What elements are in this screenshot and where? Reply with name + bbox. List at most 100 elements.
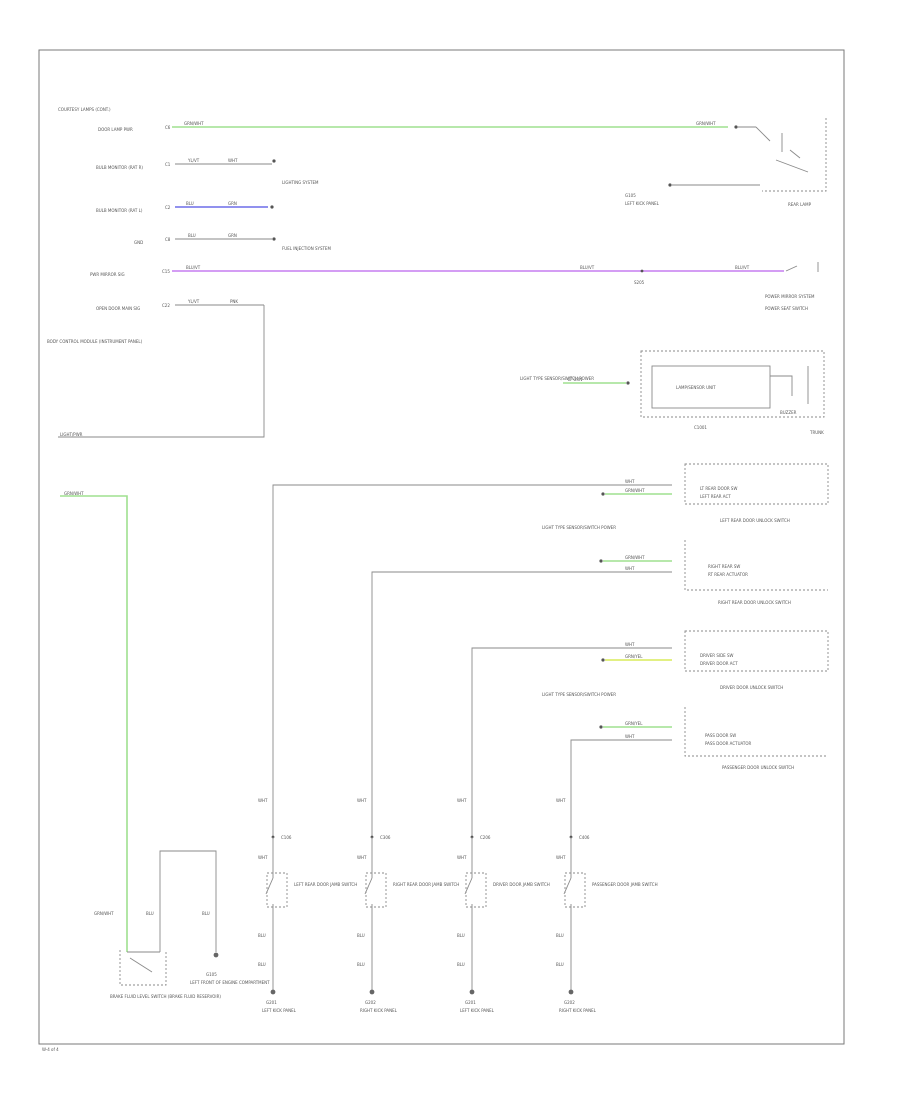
connector-dot xyxy=(599,559,603,563)
wire-segment xyxy=(755,126,771,142)
wire-label: BLU xyxy=(556,962,564,967)
connector-dot xyxy=(568,989,574,995)
wire-label: WHT xyxy=(457,855,467,860)
connector-dot xyxy=(599,725,603,729)
wire-label: LIGHT TYPE SENSOR/SWITCH POWER xyxy=(542,525,616,530)
brake-fluid-circuit: GRN/WHT GRN/WHT BLU BLU BRAKE FLUID LEVE… xyxy=(60,491,270,999)
wire-label: LEFT REAR DOOR JAMB SWITCH xyxy=(294,882,357,887)
trunk-buzzer: BUZZER xyxy=(780,410,797,415)
lamp-panel-label: LEFT KICK PANEL xyxy=(625,201,660,206)
wire-label: PASS DOOR ACTUATOR xyxy=(705,741,752,746)
wire-segment xyxy=(471,647,672,837)
wire-segment xyxy=(570,739,672,837)
connector-dot xyxy=(272,237,276,241)
switch-left-rear: WHT GRN/WHT LT REAR DOOR SW LEFT REAR AC… xyxy=(272,463,829,837)
bcm-light-pwr: LIGHT/PWR xyxy=(60,432,83,437)
wire-segment xyxy=(272,484,672,837)
switch-name: PASSENGER DOOR UNLOCK SWITCH xyxy=(722,765,794,770)
wire-segment xyxy=(129,957,153,973)
wire-label: BLU xyxy=(146,911,154,916)
wire-label: BLU xyxy=(202,911,210,916)
wire-color: WHT xyxy=(228,158,238,163)
wire-label: DRIVER DOOR JAMB SWITCH xyxy=(493,882,550,887)
wire-label: LEFT REAR ACT xyxy=(700,494,731,499)
wire-segment xyxy=(770,375,793,396)
wire-label: BLU xyxy=(457,933,465,938)
switch-passenger: LIGHT TYPE SENSOR/SWITCH POWER GRN/YEL W… xyxy=(542,692,828,837)
wire-label: GRN/YEL xyxy=(625,721,643,726)
wire-label: GRN/WHT xyxy=(94,911,114,916)
connector-dot xyxy=(270,989,276,995)
wire-label: G105 xyxy=(206,972,217,977)
pin-label: C2 xyxy=(165,205,171,210)
wire-label: WHT xyxy=(625,566,635,571)
row-pwr-mirror: PWR MIRROR SIG C15 BLU/VT BLU/VT BLU/VT … xyxy=(90,262,819,311)
wire-color: BLU xyxy=(186,201,194,206)
wire-segment xyxy=(651,365,771,409)
section-header: COURTESY LAMPS (CONT.) xyxy=(58,107,111,112)
wire-color: BLU xyxy=(188,233,196,238)
note-lighting: LIGHTING SYSTEM xyxy=(282,180,319,185)
trunk-connector: C1001 xyxy=(694,425,707,430)
diagram-frame xyxy=(38,49,845,1045)
connector-dot xyxy=(626,381,630,385)
bcm-label: BODY CONTROL MODULE (INSTRUMENT PANEL) xyxy=(47,339,143,344)
row-door-lamp-pwr: DOOR LAMP PWR C6 GRN/WHT GRN/WHT xyxy=(98,121,756,132)
jamb-passenger: WHT C406 WHT PASSENGER DOOR JAMB SWITCH … xyxy=(556,798,658,1013)
wire-segment xyxy=(266,872,288,908)
row-label: PWR MIRROR SIG xyxy=(90,272,125,277)
wire-green-brake xyxy=(60,495,128,952)
wire-label: WHT xyxy=(457,798,467,803)
wire-segment xyxy=(365,872,387,908)
wire-color: BLU/VT xyxy=(186,265,201,270)
connector-dot xyxy=(734,125,738,129)
wire-label: PASSENGER DOOR JAMB SWITCH xyxy=(592,882,658,887)
wire-label: G201 xyxy=(465,1000,476,1005)
wire-segment xyxy=(119,950,167,986)
wire-segment xyxy=(684,463,829,505)
wire-label: G202 xyxy=(564,1000,575,1005)
wire-label: DRIVER DOOR ACT xyxy=(700,661,738,666)
wire-color: GRN/WHT xyxy=(184,121,204,126)
wire-label: LEFT KICK PANEL xyxy=(262,1008,297,1013)
connector-dot xyxy=(469,989,475,995)
jamb-left-rear: WHT C106 WHT LEFT REAR DOOR JAMB SWITCH … xyxy=(258,798,357,1013)
trunk-wire: LT GRN xyxy=(568,377,582,382)
wire-label: GRN/YEL xyxy=(625,654,643,659)
bcm-box: BODY CONTROL MODULE (INSTRUMENT PANEL) L… xyxy=(47,305,265,438)
pin-label: C6 xyxy=(165,125,171,130)
switch-name: DRIVER DOOR UNLOCK SWITCH xyxy=(720,685,783,690)
row-label: GND xyxy=(134,240,143,245)
row-label: BULB MONITOR (RAT R) xyxy=(96,165,143,170)
wire-color: GRN xyxy=(228,233,237,238)
trunk-title: TRUNK xyxy=(809,430,824,435)
wire-label: WHT xyxy=(258,855,268,860)
row-bulb-monitor-l: BULB MONITOR (RAT L) C2 BLU GRN xyxy=(96,201,274,213)
wire-label: BLU xyxy=(258,933,266,938)
trunk-source-note: LIGHT TYPE SENSOR/SWITCH POWER xyxy=(520,376,594,381)
pin-label: C22 xyxy=(162,303,170,308)
note-pwr-seat: POWER SEAT SWITCH xyxy=(765,306,808,311)
wire-label: RIGHT REAR SW xyxy=(708,564,740,569)
wire-label: BLU xyxy=(457,962,465,967)
connector-dot xyxy=(272,159,276,163)
wire-color: YL/VT xyxy=(187,299,200,304)
trunk-module: LIGHT TYPE SENSOR/SWITCH POWER LT GRN LA… xyxy=(520,350,825,435)
wire-segment xyxy=(465,872,487,908)
connector-dot xyxy=(369,989,375,995)
wire-label: BRAKE FLUID LEVEL SWITCH (BRAKE FLUID RE… xyxy=(110,994,221,999)
rear-lamp-label: REAR LAMP xyxy=(788,202,812,207)
wire-label: BLU xyxy=(357,962,365,967)
pin-label: C8 xyxy=(165,237,171,242)
wire-label: RIGHT REAR DOOR JAMB SWITCH xyxy=(393,882,459,887)
wire-color: BLU/VT xyxy=(735,265,750,270)
wire-label: RIGHT KICK PANEL xyxy=(360,1008,398,1013)
wire-segment xyxy=(762,118,827,192)
switch-name: LEFT REAR DOOR UNLOCK SWITCH xyxy=(720,518,790,523)
note-s205: S205 xyxy=(634,280,645,285)
wire-segment xyxy=(684,540,828,591)
wire-label: DRIVER SIDE SW xyxy=(700,653,733,658)
wire-segment xyxy=(775,159,809,173)
wire-label: LT REAR DOOR SW xyxy=(700,486,737,491)
